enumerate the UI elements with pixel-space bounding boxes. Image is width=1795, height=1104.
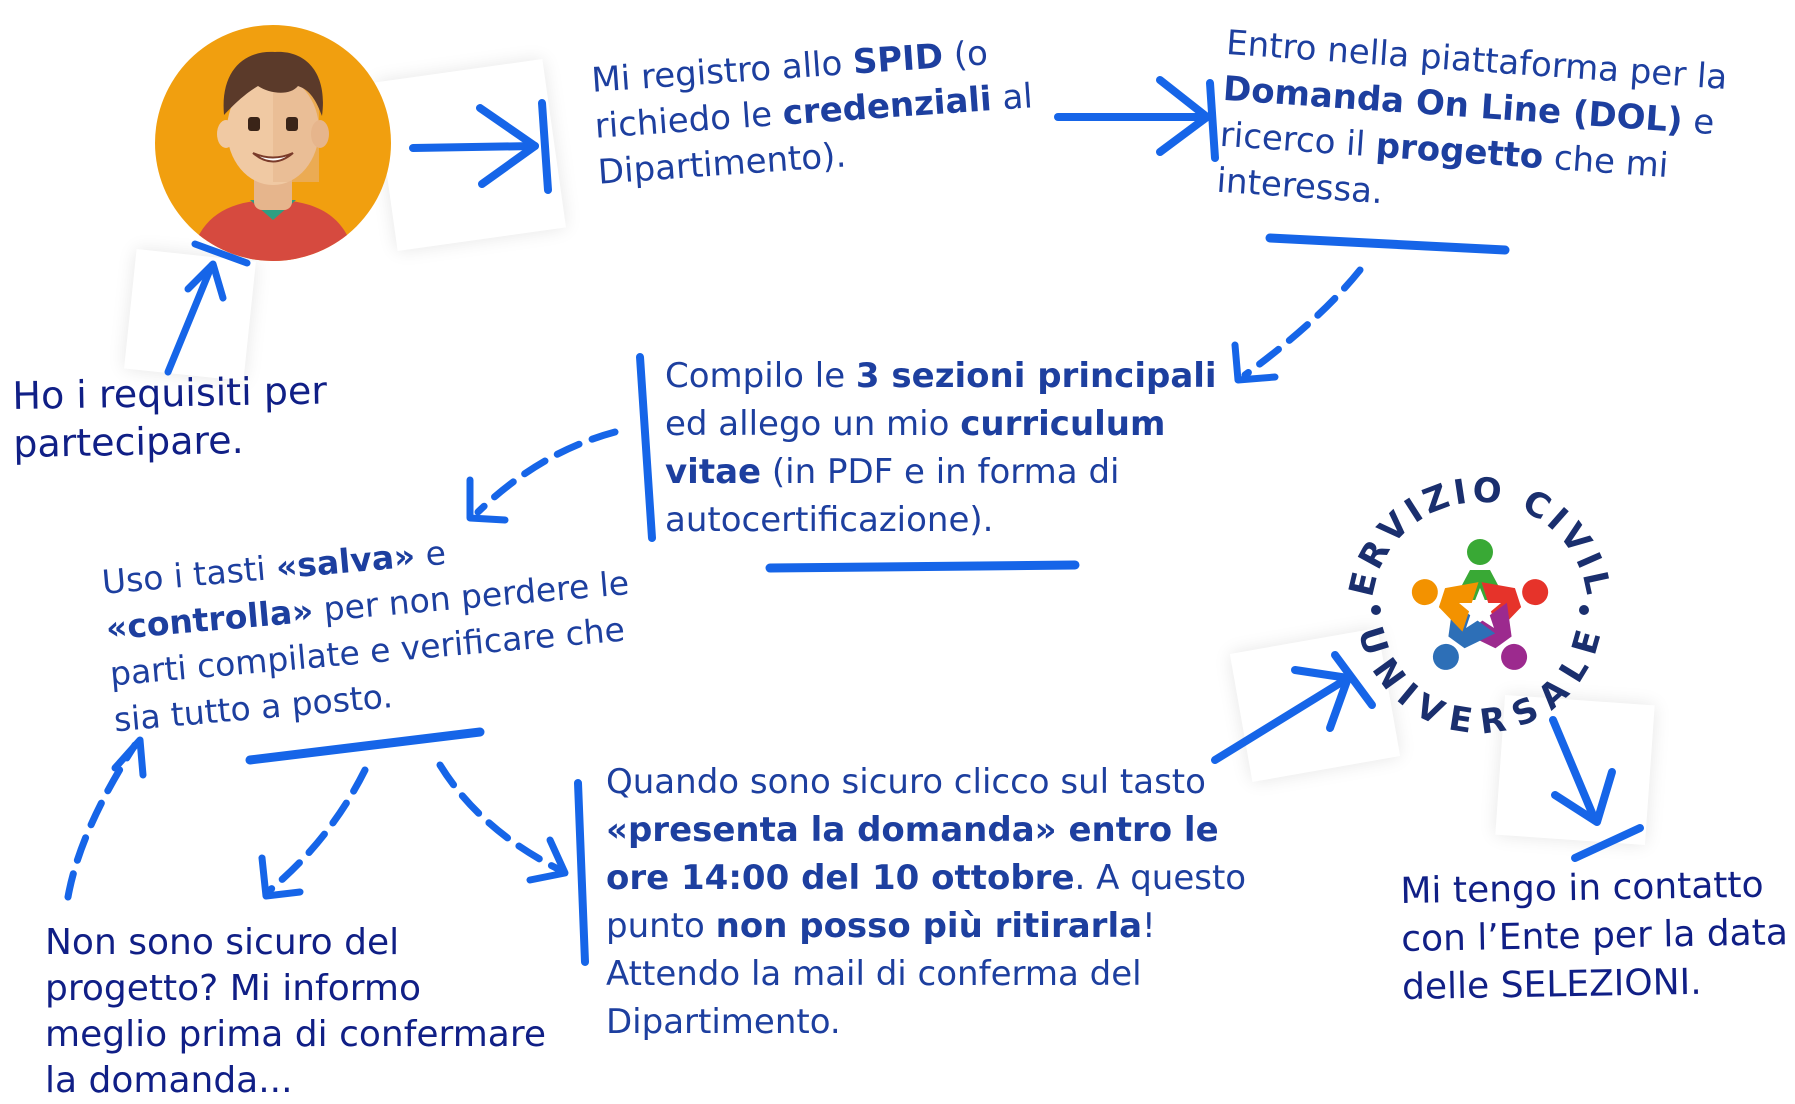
text-segment: partecipare. <box>12 417 245 466</box>
text-line: Ho i requisiti per <box>12 367 327 420</box>
text-segment: ed allego un mio <box>665 404 961 444</box>
text-segment: la domanda... <box>45 1060 293 1101</box>
bold-text: 3 sezioni principali <box>855 356 1217 396</box>
text-segment: (o <box>941 33 990 77</box>
text-segment: meglio prima di confermare <box>45 1014 546 1055</box>
arrow-compilo-to-salva <box>466 428 619 524</box>
text-line: Attendo la mail di conferma del <box>606 950 1246 998</box>
arrow-presenta-to-logo <box>1211 651 1376 764</box>
text-line: con l’Ente per la data <box>1401 909 1788 964</box>
text-segment: ! <box>1142 906 1156 946</box>
text-segment: Mi tengo in contatto <box>1400 864 1764 912</box>
text-line: ed allego un mio curriculum <box>665 400 1217 448</box>
text-line: Dipartimento. <box>606 998 1246 1046</box>
text-line: Compilo le 3 sezioni principali <box>665 352 1217 400</box>
bold-text: vitae <box>665 452 762 492</box>
text-line: meglio prima di confermare <box>45 1012 546 1058</box>
text-segment: progetto? Mi informo <box>45 968 421 1009</box>
step-presenta: Quando sono sicuro clicco sul tasto «pres… <box>606 758 1246 1046</box>
arrow-logo-to-contatto <box>1549 716 1644 862</box>
text-segment: con l’Ente per la data <box>1400 912 1789 960</box>
text-line: Mi tengo in contatto <box>1400 861 1787 916</box>
bold-text: curriculum <box>960 404 1166 444</box>
underline-compilo <box>765 560 1080 573</box>
arrow-salva-to-sicuro <box>258 766 369 900</box>
text-segment: Compilo le <box>665 356 856 396</box>
text-segment: che mi <box>1541 137 1670 187</box>
text-segment: interessa. <box>1215 160 1385 213</box>
step-sicuro: Non sono sicuro del progetto? Mi informo m… <box>45 920 546 1104</box>
text-segment: (in PDF e in forma di <box>761 452 1120 492</box>
servizio-civile-universale-logo: SERVIZIO CIVILE UNIVERSALE <box>1330 460 1615 743</box>
text-line: punto non posso più ritirarla! <box>606 902 1246 950</box>
underline-salva <box>245 727 485 765</box>
text-segment: . A questo <box>1074 858 1247 898</box>
text-line: partecipare. <box>13 415 328 468</box>
text-segment: autocertificazione). <box>665 500 994 540</box>
text-segment: e <box>1681 101 1716 144</box>
text-segment: Dipartimento. <box>606 1002 841 1042</box>
text-segment: punto <box>606 906 716 946</box>
text-segment: e <box>413 532 448 575</box>
bold-text: SPID <box>851 36 945 83</box>
bar-presenta <box>574 779 589 966</box>
text-segment: Non sono sicuro del <box>45 922 400 963</box>
arrow-spid-to-dol <box>1054 76 1219 162</box>
bar-compilo <box>636 353 656 542</box>
person-avatar-icon <box>155 25 391 261</box>
arrow-dol-to-compilo <box>1231 266 1364 384</box>
arrow-requisiti-to-avatar <box>164 240 251 376</box>
text-line: la domanda... <box>45 1058 546 1104</box>
text-segment: ricerco il <box>1218 114 1378 166</box>
text-line: Non sono sicuro del <box>45 920 546 966</box>
arrow-sicuro-to-salva <box>64 736 147 901</box>
text-line: progetto? Mi informo <box>45 966 546 1012</box>
text-line: «presenta la domanda» entro le <box>606 806 1246 854</box>
text-segment: al <box>990 76 1034 120</box>
text-line: ore 14:00 del 10 ottobre. A questo <box>606 854 1246 902</box>
text-line: vitae (in PDF e in forma di <box>665 448 1217 496</box>
underline-dol <box>1265 233 1510 255</box>
text-segment: delle SELEZIONI. <box>1401 961 1703 1008</box>
arrow-avatar-to-spid <box>409 99 552 194</box>
text-line: autocertificazione). <box>665 496 1217 544</box>
bold-text: «presenta la domanda» entro le <box>606 810 1219 850</box>
text-segment: Ho i requisiti per <box>12 368 328 418</box>
text-line: delle SELEZIONI. <box>1402 957 1789 1012</box>
bold-text: progetto <box>1374 125 1545 178</box>
bold-text: «salva» <box>274 535 417 587</box>
text-segment: Attendo la mail di conferma del <box>606 954 1142 994</box>
text-segment: Quando sono sicuro clicco sul tasto <box>606 762 1206 802</box>
bold-text: ore 14:00 del 10 ottobre <box>606 858 1075 898</box>
text-line: Quando sono sicuro clicco sul tasto <box>606 758 1246 806</box>
arrow-salva-to-presenta <box>436 761 569 884</box>
bold-text: non posso più ritirarla <box>715 906 1143 946</box>
